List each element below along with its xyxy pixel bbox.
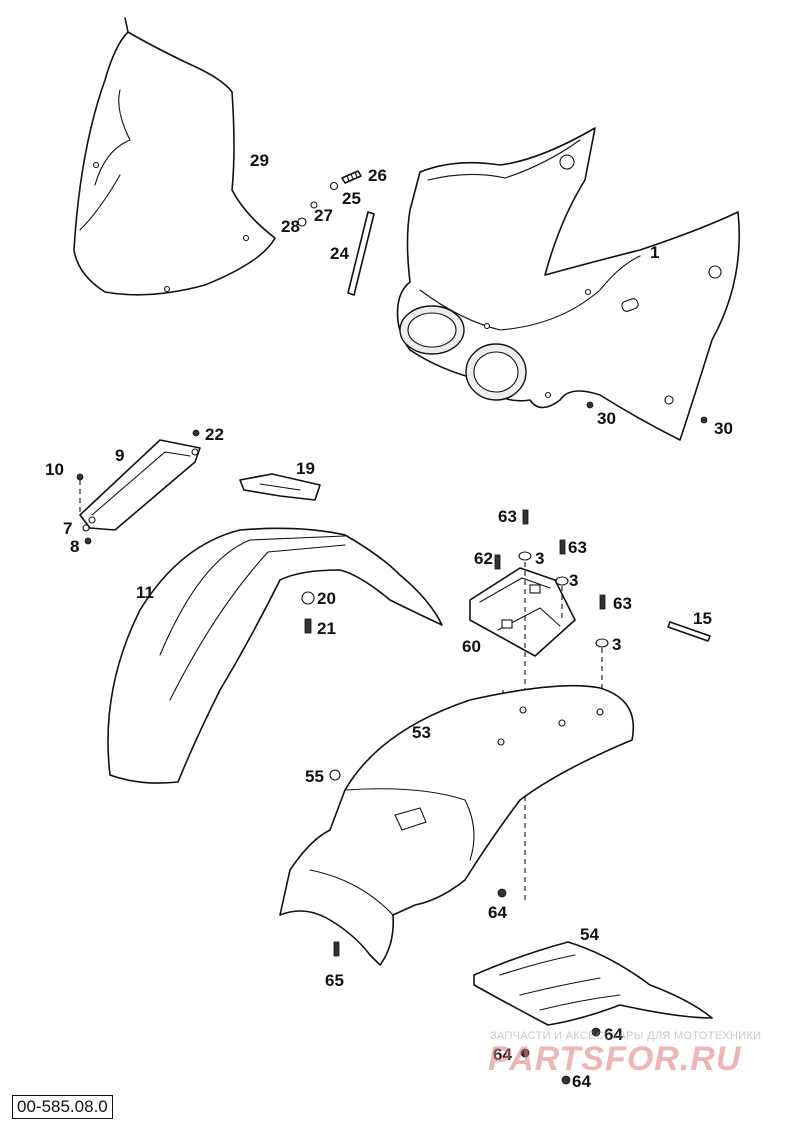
callout-10: 10 xyxy=(45,460,64,479)
callout-1: 1 xyxy=(650,243,659,262)
callout-64d: 64 xyxy=(572,1072,591,1091)
callout-64a: 64 xyxy=(488,903,507,922)
part-plate xyxy=(239,473,321,501)
diagram-code-label: 00-585.08.0 xyxy=(12,1095,113,1119)
callout-7: 7 xyxy=(63,519,72,538)
callout-27: 27 xyxy=(314,206,333,225)
callout-21: 21 xyxy=(317,619,336,638)
part-headlight-fairing xyxy=(396,127,741,441)
callout-65: 65 xyxy=(325,971,344,990)
callout-63a: 63 xyxy=(498,507,517,526)
callout-19: 19 xyxy=(296,459,315,478)
callout-55: 55 xyxy=(305,767,324,786)
callout-63b: 63 xyxy=(568,538,587,557)
part-strip xyxy=(347,211,375,296)
callout-22: 22 xyxy=(205,425,224,444)
part-rear-flap xyxy=(473,941,713,1026)
callout-3b: 3 xyxy=(569,571,578,590)
callout-11: 11 xyxy=(136,583,154,602)
callout-9: 9 xyxy=(115,446,124,465)
part-bracket xyxy=(76,429,201,545)
part-fairing-screws xyxy=(586,401,708,424)
callout-26: 26 xyxy=(368,166,387,185)
callout-64c: 64 xyxy=(493,1045,512,1064)
part-rear-flap-hardware xyxy=(520,1027,601,1085)
callout-20: 20 xyxy=(317,589,336,608)
callout-8: 8 xyxy=(70,537,79,556)
callout-3c: 3 xyxy=(612,635,621,654)
part-rear-fender xyxy=(279,684,634,966)
callout-29: 29 xyxy=(250,151,269,170)
callout-3a: 3 xyxy=(535,549,544,568)
callout-54: 54 xyxy=(580,925,599,944)
part-rear-bracket xyxy=(469,567,576,657)
callout-24: 24 xyxy=(330,244,349,263)
part-front-mudguard xyxy=(107,527,443,784)
part-rear-fender-hardware xyxy=(333,888,507,957)
callout-15: 15 xyxy=(693,609,712,628)
callout-64b: 64 xyxy=(604,1025,623,1044)
callout-28: 28 xyxy=(281,217,300,236)
part-front-mudguard-hardware xyxy=(301,591,315,634)
part-small-hardware xyxy=(297,170,362,227)
callout-30b: 30 xyxy=(714,419,733,438)
callout-30a: 30 xyxy=(597,409,616,428)
callout-60: 60 xyxy=(462,637,481,656)
callout-53: 53 xyxy=(412,723,431,742)
part-windscreen xyxy=(73,17,276,296)
callout-62: 62 xyxy=(474,549,493,568)
callout-25: 25 xyxy=(342,189,361,208)
callout-63c: 63 xyxy=(613,594,632,613)
